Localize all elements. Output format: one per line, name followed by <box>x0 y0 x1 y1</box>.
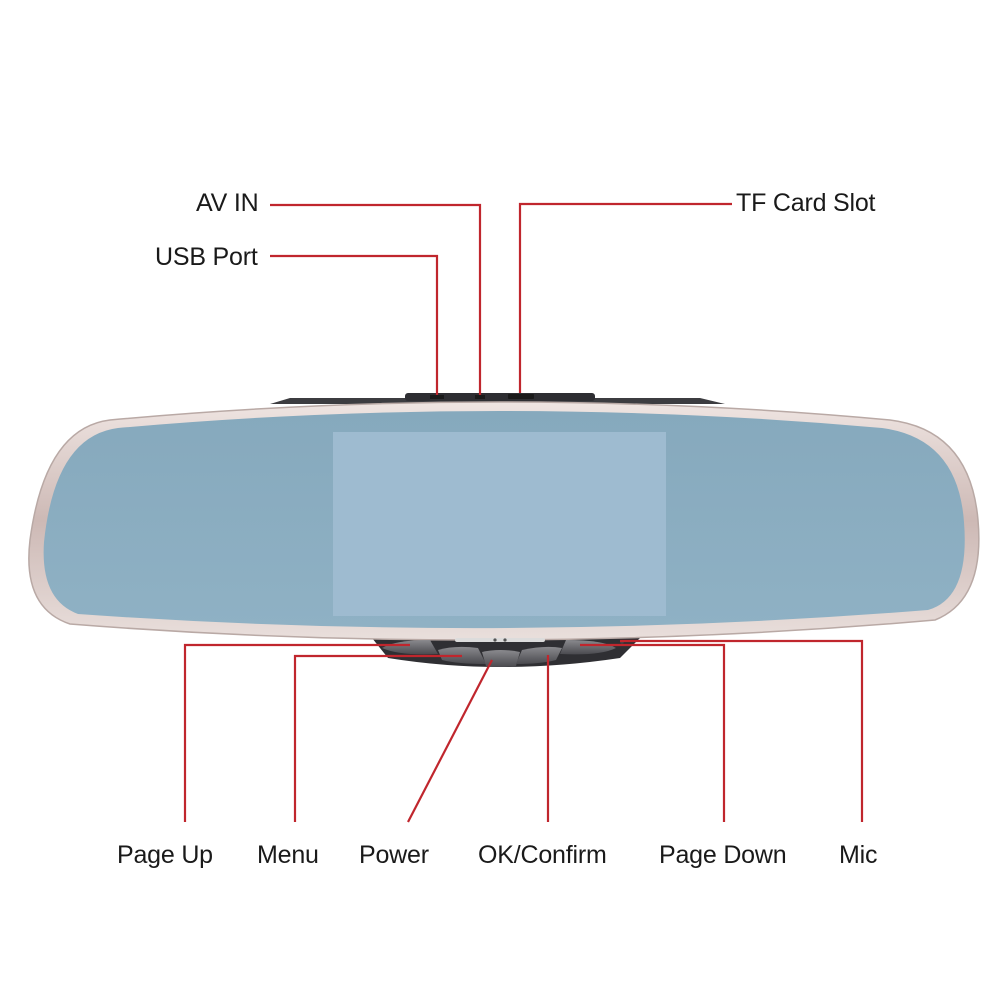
indicator-led-left <box>493 638 497 642</box>
leader-power <box>407 659 493 823</box>
label-power: Power <box>359 841 429 869</box>
label-tf-card-slot: TF Card Slot <box>736 189 876 217</box>
label-av-in: AV IN <box>196 189 259 217</box>
leader-tf-card-slot <box>518 202 732 393</box>
leader-page-up <box>183 643 410 822</box>
leader-usb-port <box>270 254 439 395</box>
indicator-led-right <box>503 638 507 642</box>
label-usb-port: USB Port <box>155 243 258 271</box>
tf-card-socket <box>508 394 534 399</box>
usb-port-socket <box>430 395 444 399</box>
page-down-button[interactable] <box>560 640 616 655</box>
power-button[interactable] <box>482 650 520 667</box>
top-ports-strip <box>405 393 595 401</box>
label-menu: Menu <box>257 841 319 869</box>
leader-menu <box>293 654 462 822</box>
label-ok-confirm: OK/Confirm <box>478 841 607 869</box>
ok-confirm-button[interactable] <box>516 646 562 664</box>
indicator-strip <box>455 638 545 642</box>
av-in-socket <box>475 395 485 399</box>
leader-page-down <box>580 643 726 822</box>
label-mic: Mic <box>839 841 878 869</box>
leader-av-in <box>270 203 482 395</box>
display-screen <box>333 432 666 616</box>
label-page-up: Page Up <box>117 841 213 869</box>
page-up-button[interactable] <box>382 640 438 655</box>
leader-mic <box>620 639 864 822</box>
label-page-down: Page Down <box>659 841 787 869</box>
